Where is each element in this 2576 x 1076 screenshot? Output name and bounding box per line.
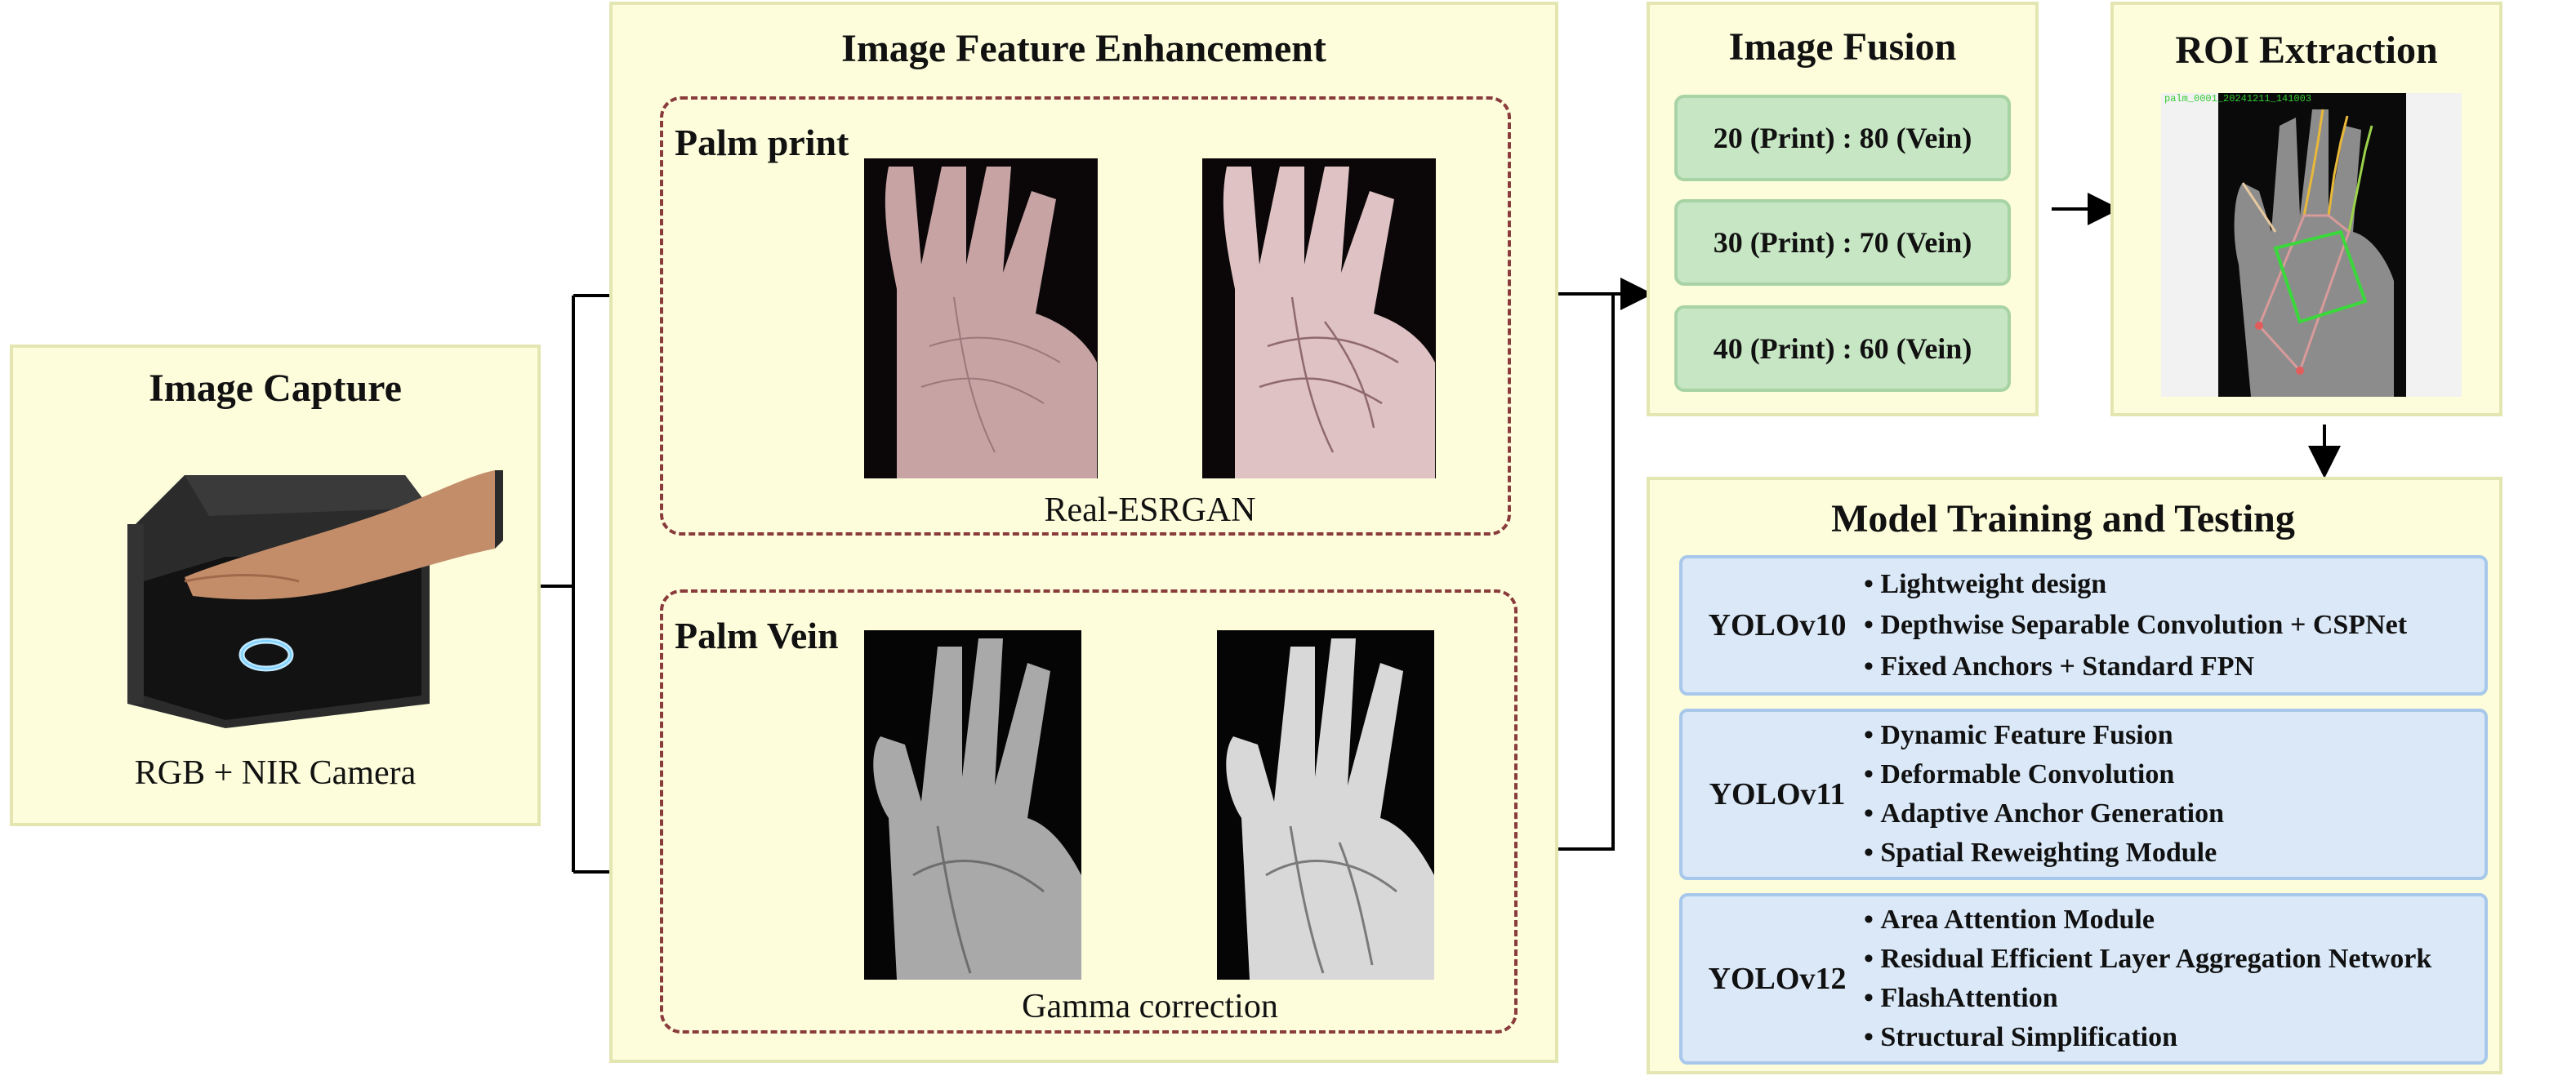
palm-vein-section: Palm Vein Gamma correction bbox=[660, 589, 1518, 1034]
roi-hand-image: palm_0001_20241211_141003 bbox=[2161, 93, 2462, 397]
fusion-ratio-1: 20 (Print) : 80 (Vein) bbox=[1674, 95, 2011, 181]
model-training-title: Model Training and Testing bbox=[1831, 497, 2295, 540]
feature-item: FlashAttention bbox=[1864, 983, 2431, 1014]
model-features-yolov10: Lightweight design Depthwise Separable C… bbox=[1864, 558, 2407, 692]
model-name-yolov12: YOLOv12 bbox=[1708, 962, 1847, 996]
palm-print-caption: Real-ESRGAN bbox=[1044, 491, 1256, 529]
feature-enhancement-panel: Image Feature Enhancement Palm print Rea… bbox=[609, 2, 1558, 1063]
palm-print-original-image bbox=[864, 158, 1098, 478]
model-name-yolov11: YOLOv11 bbox=[1709, 777, 1846, 811]
feature-item: Deformable Convolution bbox=[1864, 759, 2224, 790]
palm-vein-original-image bbox=[864, 630, 1081, 980]
feature-item: Lightweight design bbox=[1864, 569, 2407, 600]
model-card-yolov11: YOLOv11 Dynamic Feature Fusion Deformabl… bbox=[1679, 709, 2488, 880]
palm-print-section: Palm print Real-ESRGAN bbox=[660, 96, 1511, 536]
model-name-yolov10: YOLOv10 bbox=[1708, 608, 1847, 642]
fusion-ratio-3: 40 (Print) : 60 (Vein) bbox=[1674, 305, 2011, 392]
palm-print-label: Palm print bbox=[675, 122, 849, 163]
roi-extraction-title: ROI Extraction bbox=[2175, 29, 2438, 72]
image-fusion-title: Image Fusion bbox=[1728, 25, 1957, 69]
feature-item: Dynamic Feature Fusion bbox=[1864, 720, 2224, 751]
image-capture-panel: Image Capture RGB + NIR Camera bbox=[10, 345, 541, 826]
model-card-yolov10: YOLOv10 Lightweight design Depthwise Sep… bbox=[1679, 555, 2488, 696]
feature-item: Area Attention Module bbox=[1864, 905, 2431, 936]
palm-vein-enhanced-image bbox=[1217, 630, 1434, 980]
feature-item: Structural Simplification bbox=[1864, 1022, 2431, 1053]
scanner-device-image bbox=[111, 459, 503, 736]
palm-vein-caption: Gamma correction bbox=[1022, 988, 1278, 1025]
model-features-yolov11: Dynamic Feature Fusion Deformable Convol… bbox=[1864, 712, 2224, 877]
feature-item: Fixed Anchors + Standard FPN bbox=[1864, 651, 2407, 683]
model-features-yolov12: Area Attention Module Residual Efficient… bbox=[1864, 896, 2431, 1061]
image-capture-title: Image Capture bbox=[149, 367, 402, 410]
model-card-yolov12: YOLOv12 Area Attention Module Residual E… bbox=[1679, 893, 2488, 1065]
image-capture-caption: RGB + NIR Camera bbox=[134, 754, 417, 792]
feature-item: Depthwise Separable Convolution + CSPNet bbox=[1864, 610, 2407, 641]
roi-extraction-panel: ROI Extraction palm_0001_20241211_141003 bbox=[2110, 2, 2502, 416]
feature-item: Residual Efficient Layer Aggregation Net… bbox=[1864, 944, 2431, 975]
palm-print-enhanced-image bbox=[1202, 158, 1436, 478]
roi-overlay-text: palm_0001_20241211_141003 bbox=[2164, 93, 2311, 104]
feature-item: Spatial Reweighting Module bbox=[1864, 838, 2224, 869]
fusion-ratio-2: 30 (Print) : 70 (Vein) bbox=[1674, 199, 2011, 286]
feature-item: Adaptive Anchor Generation bbox=[1864, 798, 2224, 829]
palm-vein-label: Palm Vein bbox=[675, 615, 839, 656]
feature-enhancement-title: Image Feature Enhancement bbox=[841, 27, 1326, 70]
